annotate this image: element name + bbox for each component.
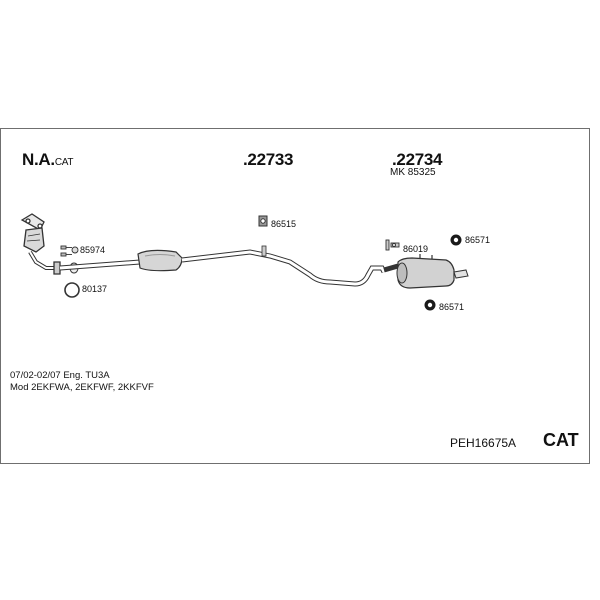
callout-86571-top[interactable]: 86571 [465,235,491,245]
hanger-86515-part[interactable] [258,215,268,227]
variant-label: N.A.CAT [22,151,73,168]
part-number-22734[interactable]: .22734 [392,150,443,169]
bolt-85974-part[interactable] [60,245,79,257]
callout-86019[interactable]: 86019 [403,244,429,254]
part-number-22733[interactable]: .22733 [243,150,294,169]
gasket-ring-80137-part[interactable] [64,282,80,298]
info-line-models: Mod 2EKFWA, 2EKFWF, 2KKFVF [10,382,154,393]
info-line-dates-engine: 07/02-02/07 Eng. TU3A [10,370,110,381]
rear-silencer-22734-part[interactable] [383,254,469,289]
callout-86571-bottom[interactable]: 86571 [439,302,465,312]
variant-main: N.A. [22,150,55,169]
variant-sub: CAT [54,157,74,168]
mk-reference: MK 85325 [390,167,436,178]
diagram-frame [0,128,590,464]
front-pipe-part[interactable] [20,213,61,275]
callout-85974[interactable]: 85974 [80,245,106,255]
callout-80137[interactable]: 80137 [82,284,108,294]
clamp-86019-part[interactable] [385,239,400,251]
rubber-mount-86571-top-part[interactable] [450,234,462,246]
kit-code: PEH16675A [450,436,517,450]
cat-badge: CAT [543,430,579,450]
callout-86515[interactable]: 86515 [271,219,297,229]
rubber-mount-86571-bottom-part[interactable] [424,299,436,311]
middle-pipe-22733-part[interactable] [59,245,387,287]
